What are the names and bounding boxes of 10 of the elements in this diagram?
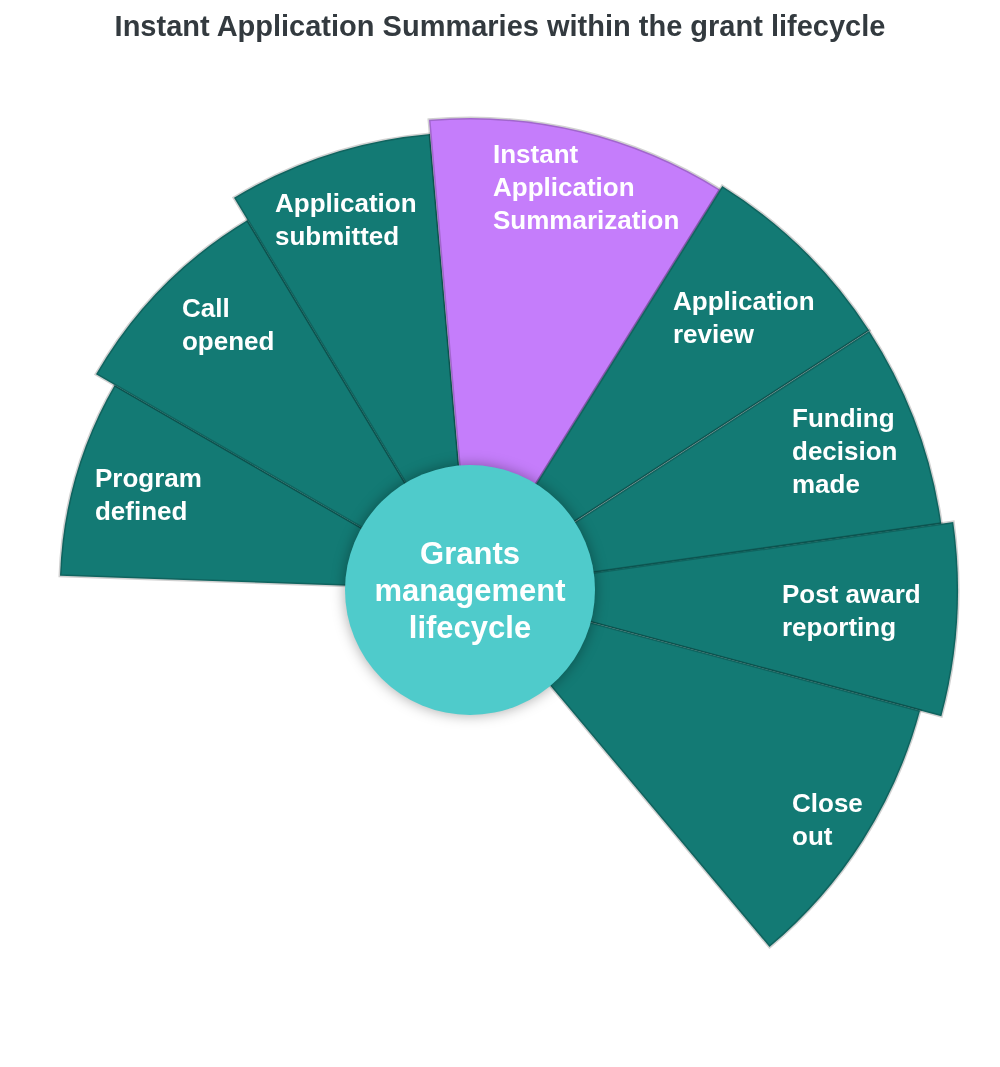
segment-label: Call opened <box>182 292 276 358</box>
segment-label: Funding decision made <box>792 402 899 501</box>
center-label: Grants management lifecycle <box>373 534 567 646</box>
segment-label: Instant Application Summarization <box>493 138 681 237</box>
segment-label: Post award reporting <box>782 578 922 644</box>
segment-label: Close out <box>792 787 864 853</box>
segment-label: Application review <box>673 285 816 351</box>
segment-label: Application submitted <box>275 187 418 253</box>
diagram-title: Instant Application Summaries within the grant lifecycle <box>113 10 887 43</box>
segment-label: Program defined <box>95 462 203 528</box>
